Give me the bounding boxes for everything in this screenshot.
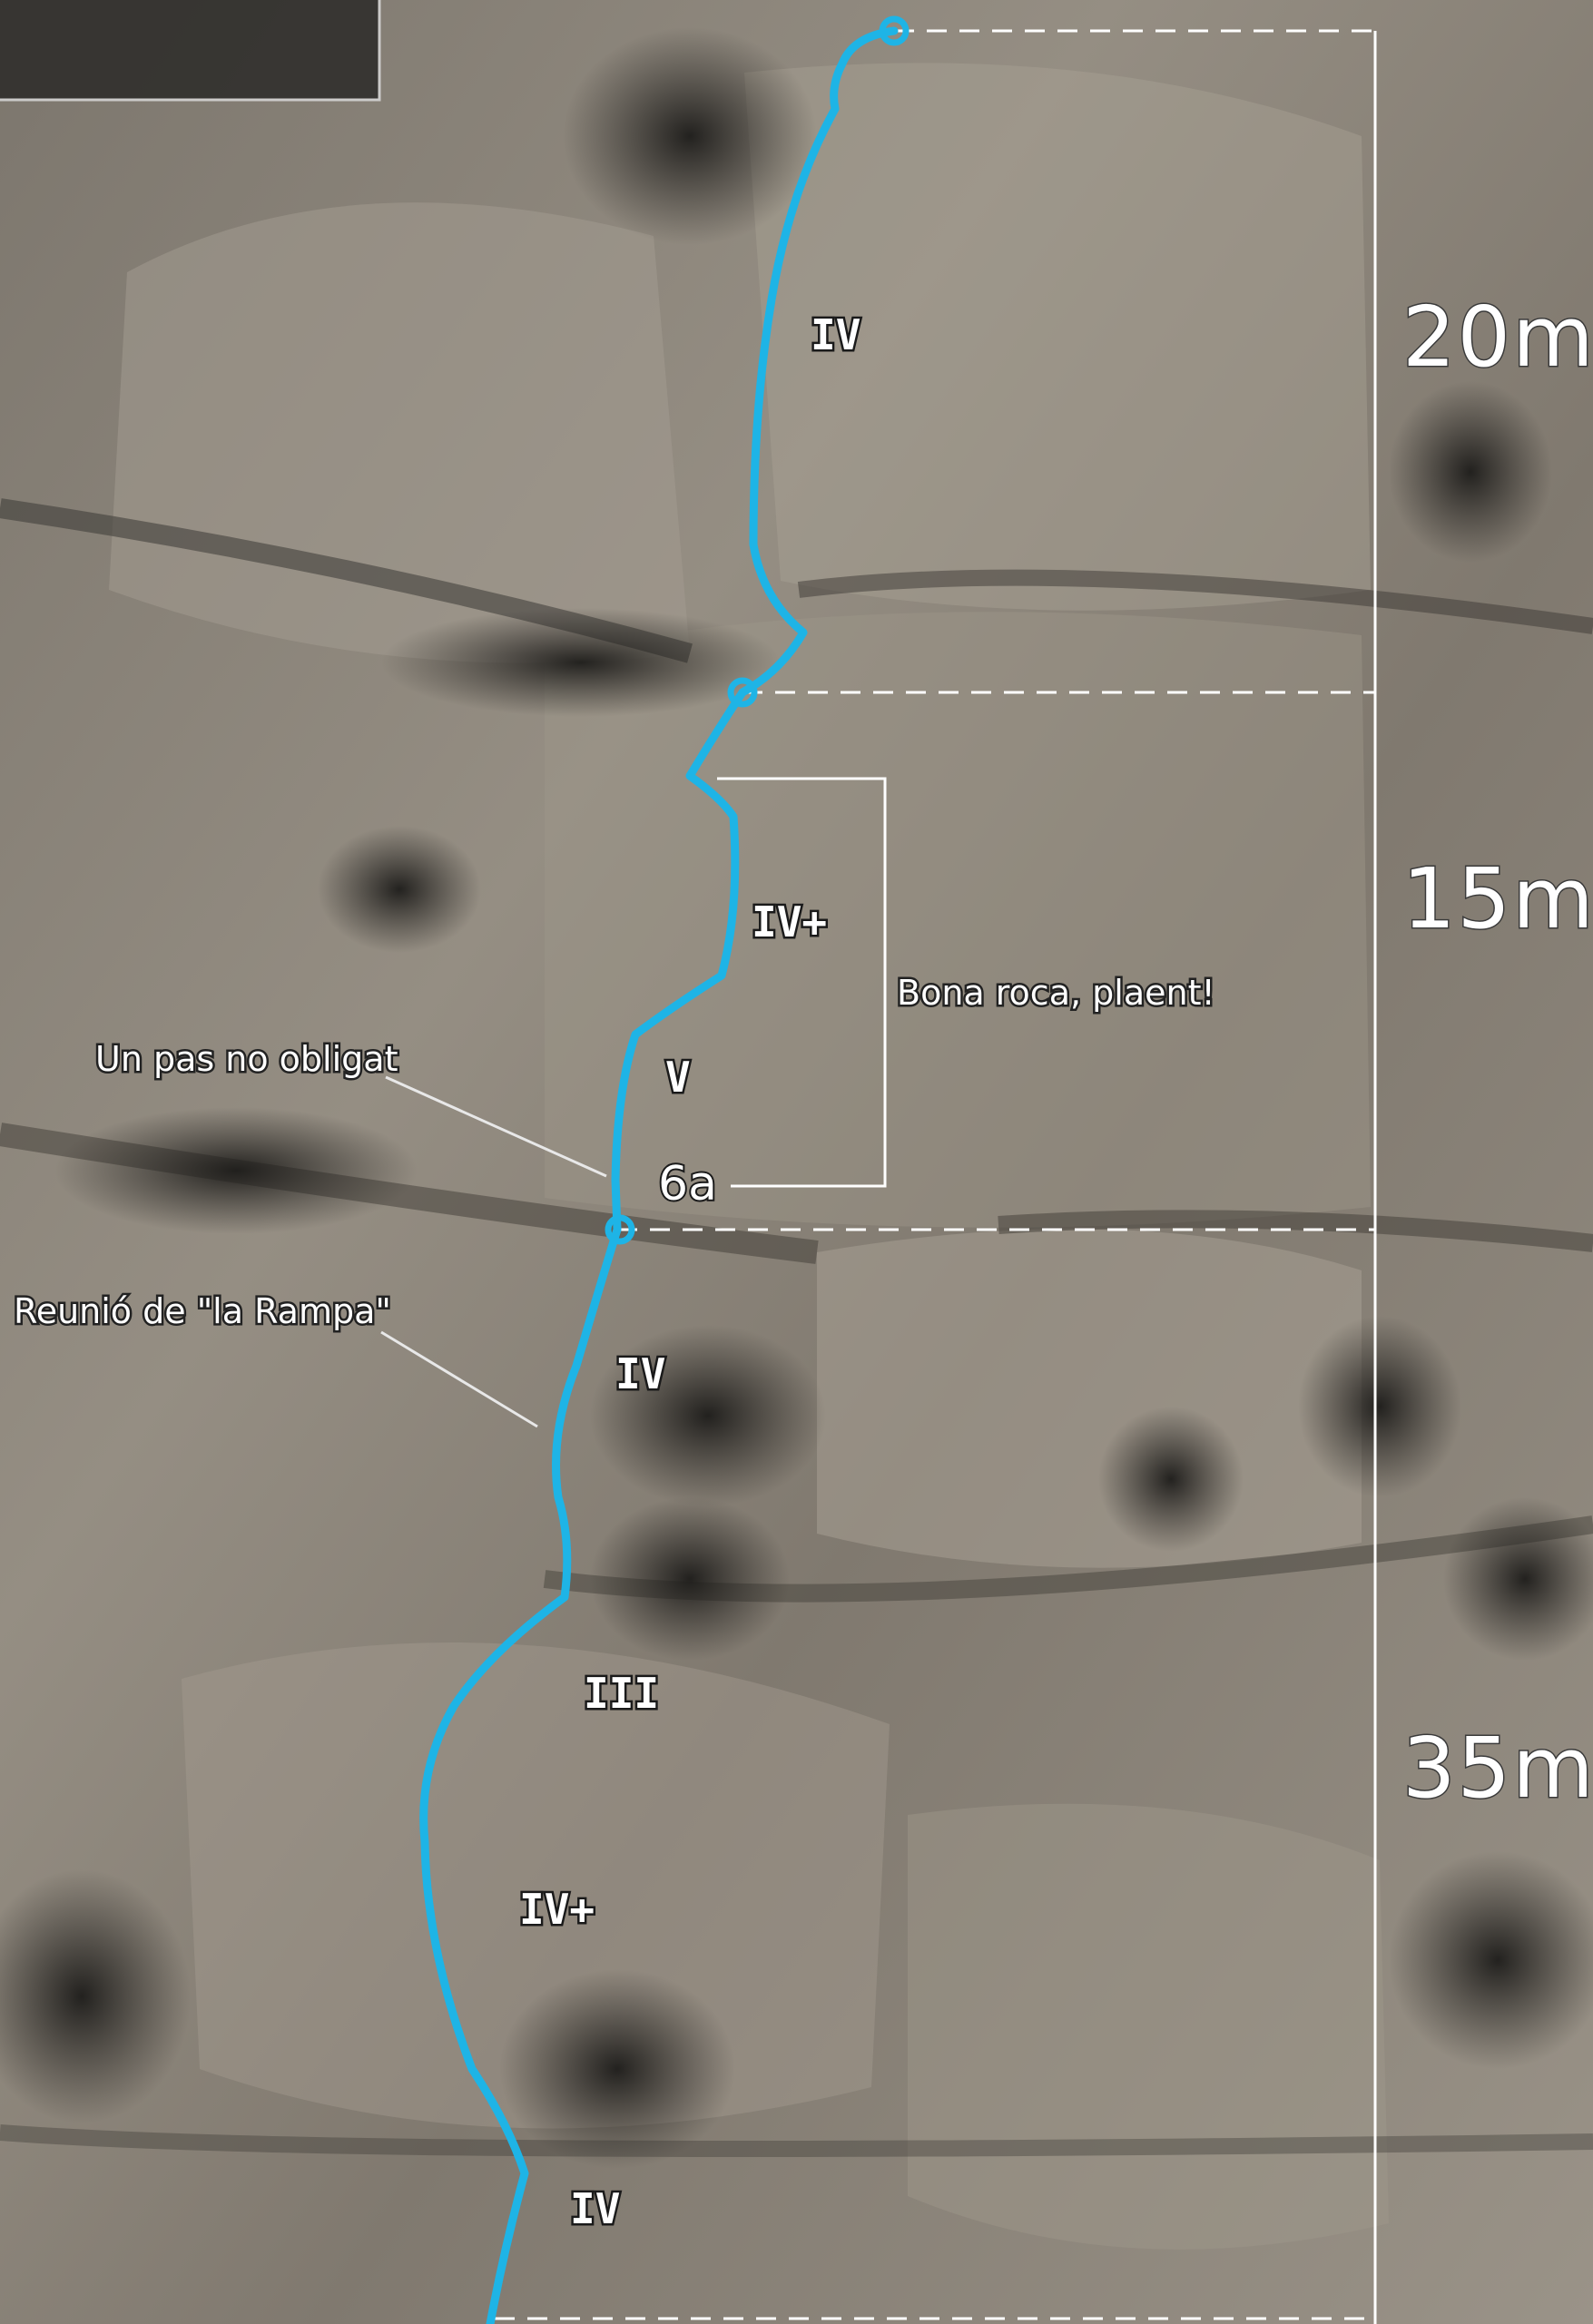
route-line [419,26,899,2324]
optional-move-note: Un pas no obligat [95,1039,398,1079]
belay-station-2 [727,677,758,708]
belay-ramp-leader [380,1330,538,1428]
grade-label: V [665,1053,691,1102]
grade-label: IV+ [752,897,827,946]
grade-label: IV [615,1349,665,1398]
good-rock-bracket [717,777,887,1188]
grade-label: III [584,1669,659,1718]
pitch-length: 35m [1402,1720,1593,1817]
belay-ramp-note: Reunió de "la Rampa" [14,1291,391,1331]
belay-station-top [879,15,910,46]
grade-label: IV+ [519,1885,595,1934]
pitch-length: 15m [1402,850,1593,947]
grade-label: IV [570,2184,620,2233]
grade-label: 6a [658,1157,717,1211]
good-rock-note: Bona roca, plaent! [897,973,1215,1013]
belay-station-1 [605,1214,635,1245]
grade-label: IV [811,310,860,359]
optional-move-leader [385,1075,607,1178]
pitch-length: 20m [1402,289,1593,386]
pitch-dividers [495,29,1377,2324]
belay-stations [605,15,910,1245]
